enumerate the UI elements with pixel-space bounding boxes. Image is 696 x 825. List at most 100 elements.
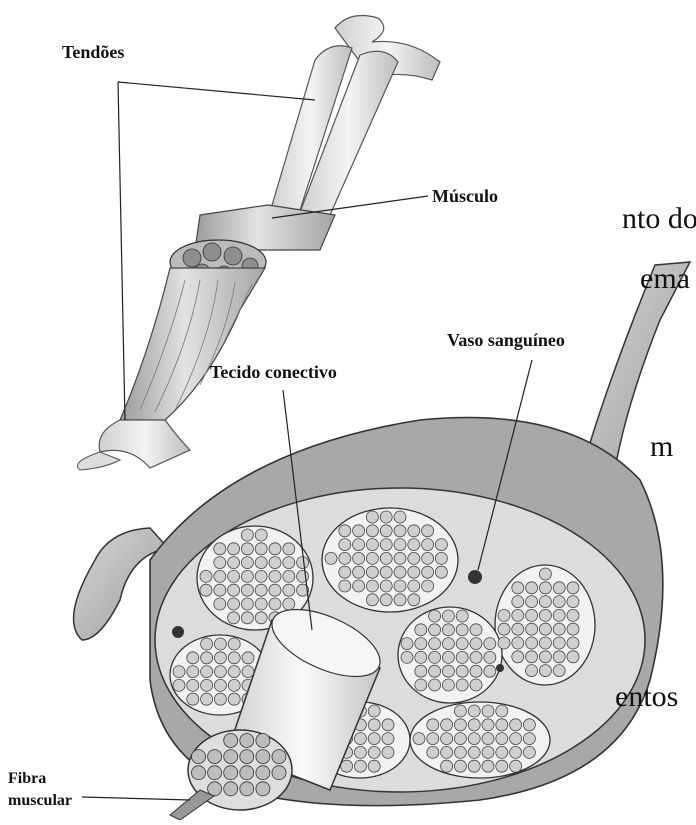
muscle-fiber [272,750,286,764]
muscle-fiber [553,665,565,677]
muscle-fiber [482,733,494,745]
muscle-fiber [394,580,406,592]
muscle-fiber [456,638,468,650]
muscle-fiber [339,539,351,551]
muscle-fiber [442,651,454,663]
muscle-fiber [208,766,222,780]
muscle-fiber [408,566,420,578]
muscle-fiber [228,543,240,555]
muscle-fiber [470,638,482,650]
muscle-fiber [241,598,253,610]
muscle-fiber [567,596,579,608]
muscle-fiber [380,566,392,578]
muscle-fiber [408,539,420,551]
muscle-fiber [214,666,226,678]
muscle-fiber [512,637,524,649]
muscle-fiber [241,543,253,555]
muscle-fiber [539,609,551,621]
muscle-fiber [201,693,213,705]
muscle-fiber [454,705,466,717]
muscle-fiber [429,638,441,650]
muscle-fiber [441,760,453,772]
muscle-fiber [510,719,522,731]
muscle-fiber [539,637,551,649]
muscle-fiber [394,566,406,578]
muscle-fiber [512,596,524,608]
label-blood-vessel: Vaso sanguíneo [447,330,565,351]
muscle-fiber [408,594,420,606]
muscle-fiber [539,596,551,608]
muscle-fiber [553,623,565,635]
muscle-fiber [415,624,427,636]
muscle-fiber [470,679,482,691]
muscle-fiber [242,666,254,678]
muscle-fiber [468,705,480,717]
muscle-fiber [435,539,447,551]
muscle-fiber [394,525,406,537]
muscle-fiber [442,665,454,677]
muscle-fiber [567,637,579,649]
muscle-fiber [339,552,351,564]
muscle-fiber [441,733,453,745]
lower-tendon-tips [78,452,121,470]
muscle-fiber [241,557,253,569]
muscle-fiber [408,580,420,592]
muscle-fiber [429,679,441,691]
label-muscle-fiber-1: Fibra [8,770,46,788]
muscle-fiber [214,652,226,664]
muscle-fiber [429,624,441,636]
muscle-fiber [468,733,480,745]
muscle-fiber [255,557,267,569]
muscle-fiber [441,719,453,731]
muscle-fiber [523,746,535,758]
muscle-fiber [366,580,378,592]
muscle-fiber [496,746,508,758]
muscle-fiber [380,539,392,551]
muscle-fiber [214,570,226,582]
partial-text-line: m [650,430,673,464]
muscle-fiber [240,766,254,780]
muscle-fiber [283,557,295,569]
muscle-fiber [429,665,441,677]
muscle-fiber [187,693,199,705]
muscle-fiber [380,580,392,592]
muscle-fiber [454,733,466,745]
muscle-fiber [228,612,240,624]
muscle-fiber [269,543,281,555]
muscle-fiber [523,733,535,745]
muscle-fiber [228,584,240,596]
muscle-fiber [354,746,366,758]
muscle-fiber [456,624,468,636]
partial-text-line: ema [640,262,690,296]
muscle-fiber [224,750,238,764]
muscle-fiber [422,539,434,551]
muscle-fiber [539,651,551,663]
muscle-fiber [435,552,447,564]
muscle-fiber [382,746,394,758]
muscle-fiber [510,746,522,758]
muscle-fiber [269,584,281,596]
muscle-fiber [256,766,270,780]
muscle-fiber [228,598,240,610]
muscle-fiber [382,733,394,745]
blood-vessel [468,570,482,584]
muscle-fiber [240,750,254,764]
muscle-fiber [272,766,286,780]
muscle-fiber [228,652,240,664]
muscle-fiber [339,580,351,592]
muscle-fiber [484,638,496,650]
muscle-fiber [255,543,267,555]
muscle-fiber [422,580,434,592]
muscle-fiber [539,623,551,635]
muscle-fiber [269,570,281,582]
muscle-fiber [283,570,295,582]
muscle-fiber [380,525,392,537]
muscle-fiber [496,719,508,731]
muscle-fiber [468,746,480,758]
muscle-fiber [192,766,206,780]
muscle-fiber [283,584,295,596]
muscle-fiber [380,552,392,564]
muscle-fiber [240,734,254,748]
